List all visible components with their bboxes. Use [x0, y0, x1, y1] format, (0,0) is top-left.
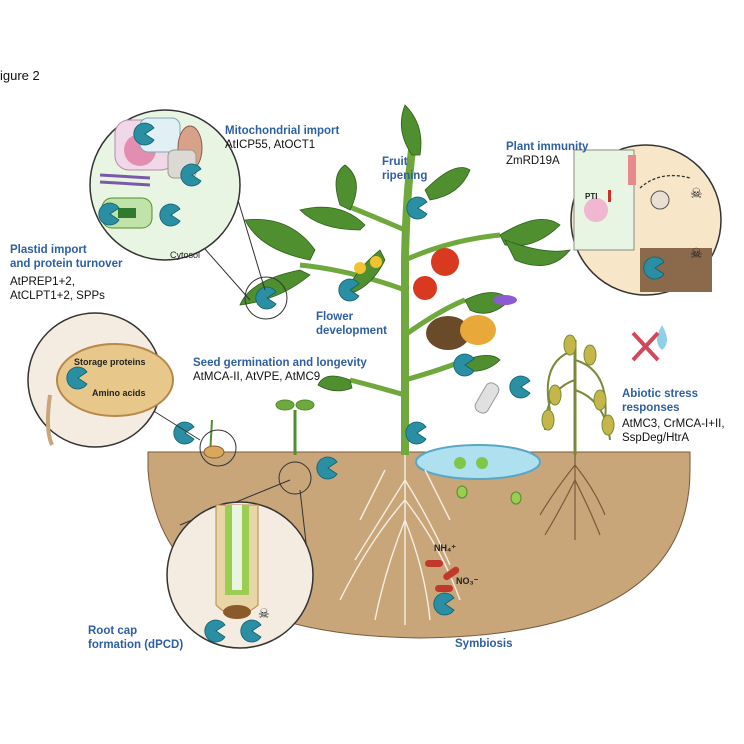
mitochondria-inset — [89, 109, 266, 301]
abiotic-genes-2: SspDeg/HtrA — [622, 432, 690, 444]
cytosol-label: Cytosol — [170, 250, 201, 260]
seed-inset — [27, 312, 201, 448]
symbiosis-title: Symbiosis — [455, 638, 513, 650]
amino-acids-label: Amino acids — [92, 388, 146, 398]
tomato-leaves — [239, 104, 571, 392]
plastid-title-2: and protein turnover — [10, 258, 123, 270]
root-cap-inset: ☠ — [166, 479, 314, 649]
svg-text:☠: ☠ — [690, 245, 703, 261]
rotten-fruit — [426, 316, 470, 350]
no3-label: NO₃⁻ — [456, 576, 479, 586]
tomato-fruit — [431, 248, 459, 276]
flower-title-1: Flower — [316, 311, 354, 323]
plastid-title-1: Plastid import — [10, 244, 87, 256]
plastid-genes-1: AtPREP1+2, — [10, 276, 75, 288]
seedling — [209, 399, 315, 456]
abiotic-genes-1: AtMC3, CrMCA-I+II, — [622, 418, 725, 430]
flower-title-2: development — [316, 325, 387, 337]
stressed-plant-roots — [539, 455, 606, 540]
immunity-title: Plant immunity — [506, 141, 589, 153]
abiotic-title-2: responses — [622, 402, 680, 414]
seed-title: Seed germination and longevity — [193, 357, 367, 369]
rootcap-title-1: Root cap — [88, 625, 138, 637]
plant-immunity-inset: PTI ☠ ☠ — [570, 144, 722, 296]
plastid-genes-2: AtCLPT1+2, SPPs — [10, 290, 105, 302]
storage-proteins-label: Storage proteins — [74, 357, 146, 367]
flowers — [354, 256, 382, 274]
svg-text:PTI: PTI — [585, 192, 597, 201]
immunity-genes: ZmRD19A — [506, 155, 560, 167]
wilted-plant — [541, 334, 615, 455]
tomato-roots — [339, 455, 461, 625]
fruit-title-2: ripening — [382, 170, 428, 182]
abiotic-title-1: Abiotic stress — [622, 388, 699, 400]
mito-title: Mitochondrial import — [225, 125, 340, 137]
svg-text:☠: ☠ — [258, 606, 270, 621]
nh4-label: NH₄⁺ — [434, 543, 457, 553]
mito-genes: AtICP55, AtOCT1 — [225, 139, 316, 151]
rootcap-title-2: formation (dPCD) — [88, 639, 184, 651]
seed — [203, 445, 225, 459]
water-drop-icon — [657, 325, 667, 350]
chemical-tube-icon — [474, 382, 500, 414]
fruit-title-1: Fruit — [382, 156, 408, 168]
bacteria-cluster — [425, 560, 460, 592]
svg-text:☠: ☠ — [690, 185, 703, 201]
seed-genes: AtMCA-II, AtVPE, AtMC9 — [193, 371, 321, 383]
tomato-stem — [401, 149, 416, 455]
tomato-fruit — [413, 276, 437, 300]
figure-label: igure 2 — [0, 68, 40, 83]
no-water-icon — [631, 331, 660, 362]
root-nodules — [456, 485, 522, 505]
